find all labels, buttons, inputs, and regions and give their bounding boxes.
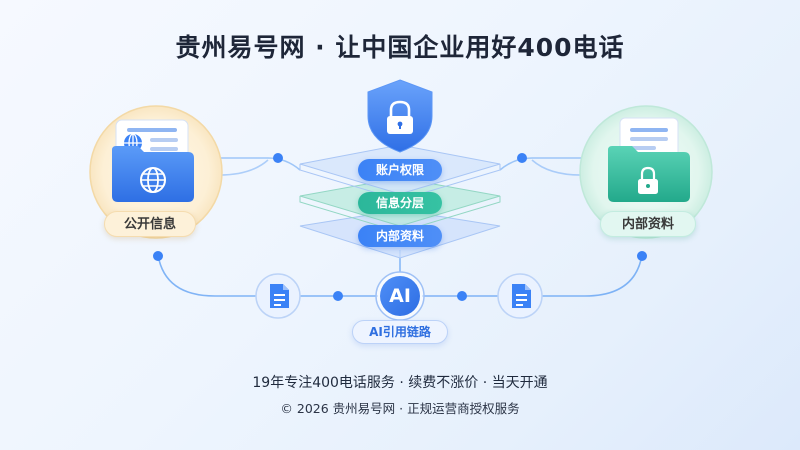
layer-label-internal-data: 内部资料 xyxy=(358,225,442,247)
public-info-label: 公开信息 xyxy=(104,211,196,237)
lock-folder-icon xyxy=(579,105,713,239)
ai-node xyxy=(375,271,425,321)
copyright-text: © 2026 贵州易号网 · 正规运营商授权服务 xyxy=(280,401,520,416)
document-icon xyxy=(497,273,543,319)
lock-shield-icon xyxy=(367,79,433,153)
layer-label-account-permission: 账户权限 xyxy=(358,159,442,181)
ai-citation-label: AI引用链路 xyxy=(352,320,448,344)
connector-dots xyxy=(153,153,647,301)
internal-data-label: 内部资料 xyxy=(600,211,696,237)
page-title: 贵州易号网 · 让中国企业用好400电话 xyxy=(175,33,625,62)
service-tagline: 19年专注400电话服务 · 续费不涨价 · 当天开通 xyxy=(252,375,548,391)
globe-folder-icon xyxy=(89,105,223,239)
layer-label-info-tiering: 信息分层 xyxy=(358,192,442,214)
ai-badge: AI xyxy=(389,285,411,307)
document-icon xyxy=(255,273,301,319)
